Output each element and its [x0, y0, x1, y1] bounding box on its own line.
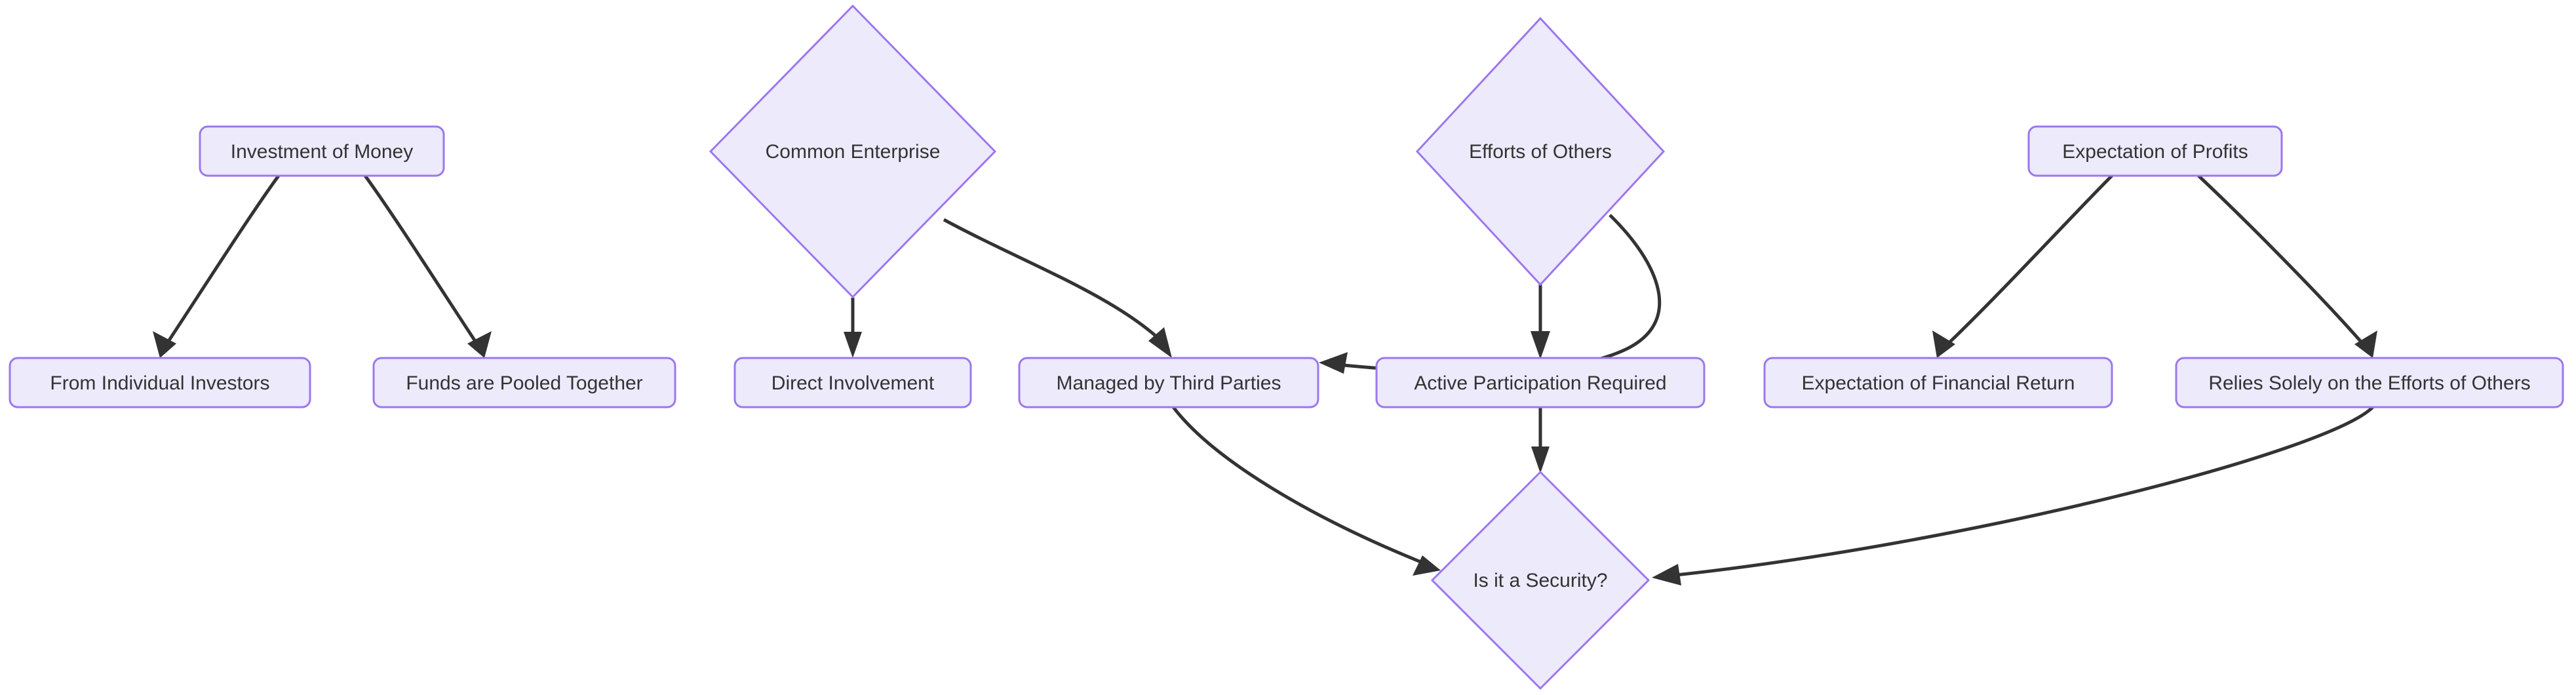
node-shape-rounded-rect[interactable] — [2175, 357, 2564, 408]
node-shape-rounded-rect[interactable] — [1375, 357, 1706, 408]
edge-common-enterprise-to-managed-third-parties — [943, 218, 1172, 358]
node-from-individual-investors[interactable]: From Individual Investors — [9, 357, 311, 408]
node-expectation-of-financial-return[interactable]: Expectation of Financial Return — [1763, 357, 2113, 408]
edge-common-enterprise-to-direct-involvement — [844, 298, 862, 358]
node-label-from-individual-investors: From Individual Investors — [50, 372, 269, 394]
node-shape-diamond[interactable] — [1415, 16, 1666, 287]
arrow-head-icon — [1413, 555, 1441, 576]
edge-active-participation-to-is-it-a-security — [1531, 407, 1550, 473]
arrow-head-icon — [1932, 330, 1955, 358]
node-funds-are-pooled-together[interactable]: Funds are Pooled Together — [372, 357, 676, 408]
arrow-head-icon — [1531, 447, 1550, 473]
node-shape-rounded-rect[interactable] — [1763, 357, 2113, 408]
edge-managed-third-parties-to-is-it-a-security — [1172, 406, 1441, 576]
node-shape-rounded-rect[interactable] — [733, 357, 972, 408]
node-investment-of-money[interactable]: Investment of Money — [199, 125, 445, 177]
node-label-expectation-of-profits: Expectation of Profits — [2062, 141, 2248, 163]
node-label-common-enterprise: Common Enterprise — [766, 141, 941, 163]
arrow-head-icon — [2354, 330, 2377, 358]
arrow-head-icon — [844, 332, 862, 358]
node-direct-involvement[interactable]: Direct Involvement — [733, 357, 972, 408]
node-relies-solely-on-the-efforts-of-others[interactable]: Relies Solely on the Efforts of Others — [2175, 357, 2564, 408]
node-expectation-of-profits[interactable]: Expectation of Profits — [2027, 125, 2283, 177]
node-managed-by-third-parties[interactable]: Managed by Third Parties — [1018, 357, 1319, 408]
node-common-enterprise[interactable]: Common Enterprise — [709, 4, 997, 299]
node-is-it-a-security[interactable]: Is it a Security? — [1430, 470, 1650, 690]
arrow-head-icon — [467, 331, 492, 358]
node-label-expectation-of-financial-return: Expectation of Financial Return — [1802, 372, 2075, 394]
edge-expectation-profits-to-financial-return — [1932, 174, 2113, 358]
edge-investment-to-individual-investors — [153, 174, 281, 358]
node-shape-rounded-rect[interactable] — [1018, 357, 1319, 408]
node-label-relies-solely-on-the-efforts-of-others: Relies Solely on the Efforts of Others — [2208, 372, 2530, 394]
node-shape-rounded-rect[interactable] — [372, 357, 676, 408]
node-shape-rounded-rect[interactable] — [199, 125, 445, 177]
node-shape-rounded-rect[interactable] — [2027, 125, 2283, 177]
node-shape-diamond[interactable] — [1430, 470, 1650, 690]
arrow-head-icon — [1531, 331, 1550, 359]
node-efforts-of-others[interactable]: Efforts of Others — [1415, 16, 1666, 287]
edge-layer — [153, 174, 2377, 586]
edge-efforts-of-others-to-active-participation — [1531, 285, 1550, 359]
arrow-head-icon — [1319, 352, 1348, 374]
edge-expectation-profits-to-relies-solely — [2197, 174, 2377, 358]
edge-investment-to-funds-pooled — [363, 174, 492, 358]
arrow-head-icon — [1652, 564, 1681, 586]
arrow-head-icon — [153, 331, 176, 358]
node-label-active-participation-required: Active Participation Required — [1414, 372, 1666, 394]
node-label-efforts-of-others: Efforts of Others — [1469, 141, 1612, 163]
node-label-funds-are-pooled-together: Funds are Pooled Together — [406, 372, 642, 394]
node-shape-diamond[interactable] — [709, 4, 997, 299]
edge-relies-solely-to-is-it-a-security — [1652, 406, 2374, 586]
node-layer: Investment of Money From Individual Inve… — [9, 4, 2564, 690]
node-label-is-it-a-security: Is it a Security? — [1473, 570, 1607, 591]
node-label-managed-by-third-parties: Managed by Third Parties — [1057, 372, 1281, 394]
edge-efforts-of-others-to-managed-third-parties — [1319, 214, 1662, 374]
arrow-head-icon — [1148, 327, 1172, 358]
node-label-investment-of-money: Investment of Money — [231, 141, 413, 163]
node-shape-rounded-rect[interactable] — [9, 357, 311, 408]
node-active-participation-required[interactable]: Active Participation Required — [1375, 357, 1706, 408]
node-label-direct-involvement: Direct Involvement — [771, 372, 935, 394]
